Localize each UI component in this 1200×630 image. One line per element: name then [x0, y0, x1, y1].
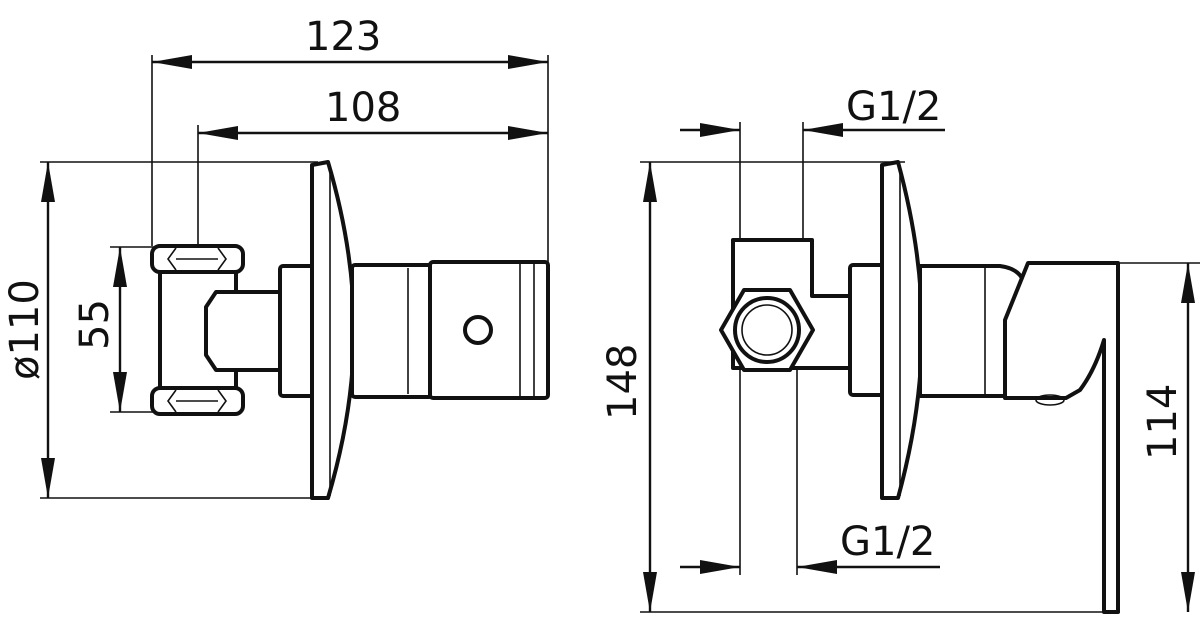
dim-label-g12-top: G1/2: [846, 84, 941, 130]
valve-front-outline: [150, 160, 550, 500]
dim-label-diameter-110: ø110: [2, 279, 48, 380]
dim-label-g12-bottom: G1/2: [840, 519, 935, 565]
valve-side-outline: [719, 160, 1120, 614]
dim-label-148: 148: [600, 344, 646, 420]
dim-label-123: 123: [305, 14, 381, 60]
front-view: 123 108 ø110 55: [2, 14, 550, 500]
dim-label-55: 55: [72, 299, 118, 350]
dim-label-108: 108: [325, 85, 401, 131]
side-view: G1/2 G1/2 148 114: [600, 84, 1200, 614]
dim-label-114: 114: [1140, 384, 1186, 460]
